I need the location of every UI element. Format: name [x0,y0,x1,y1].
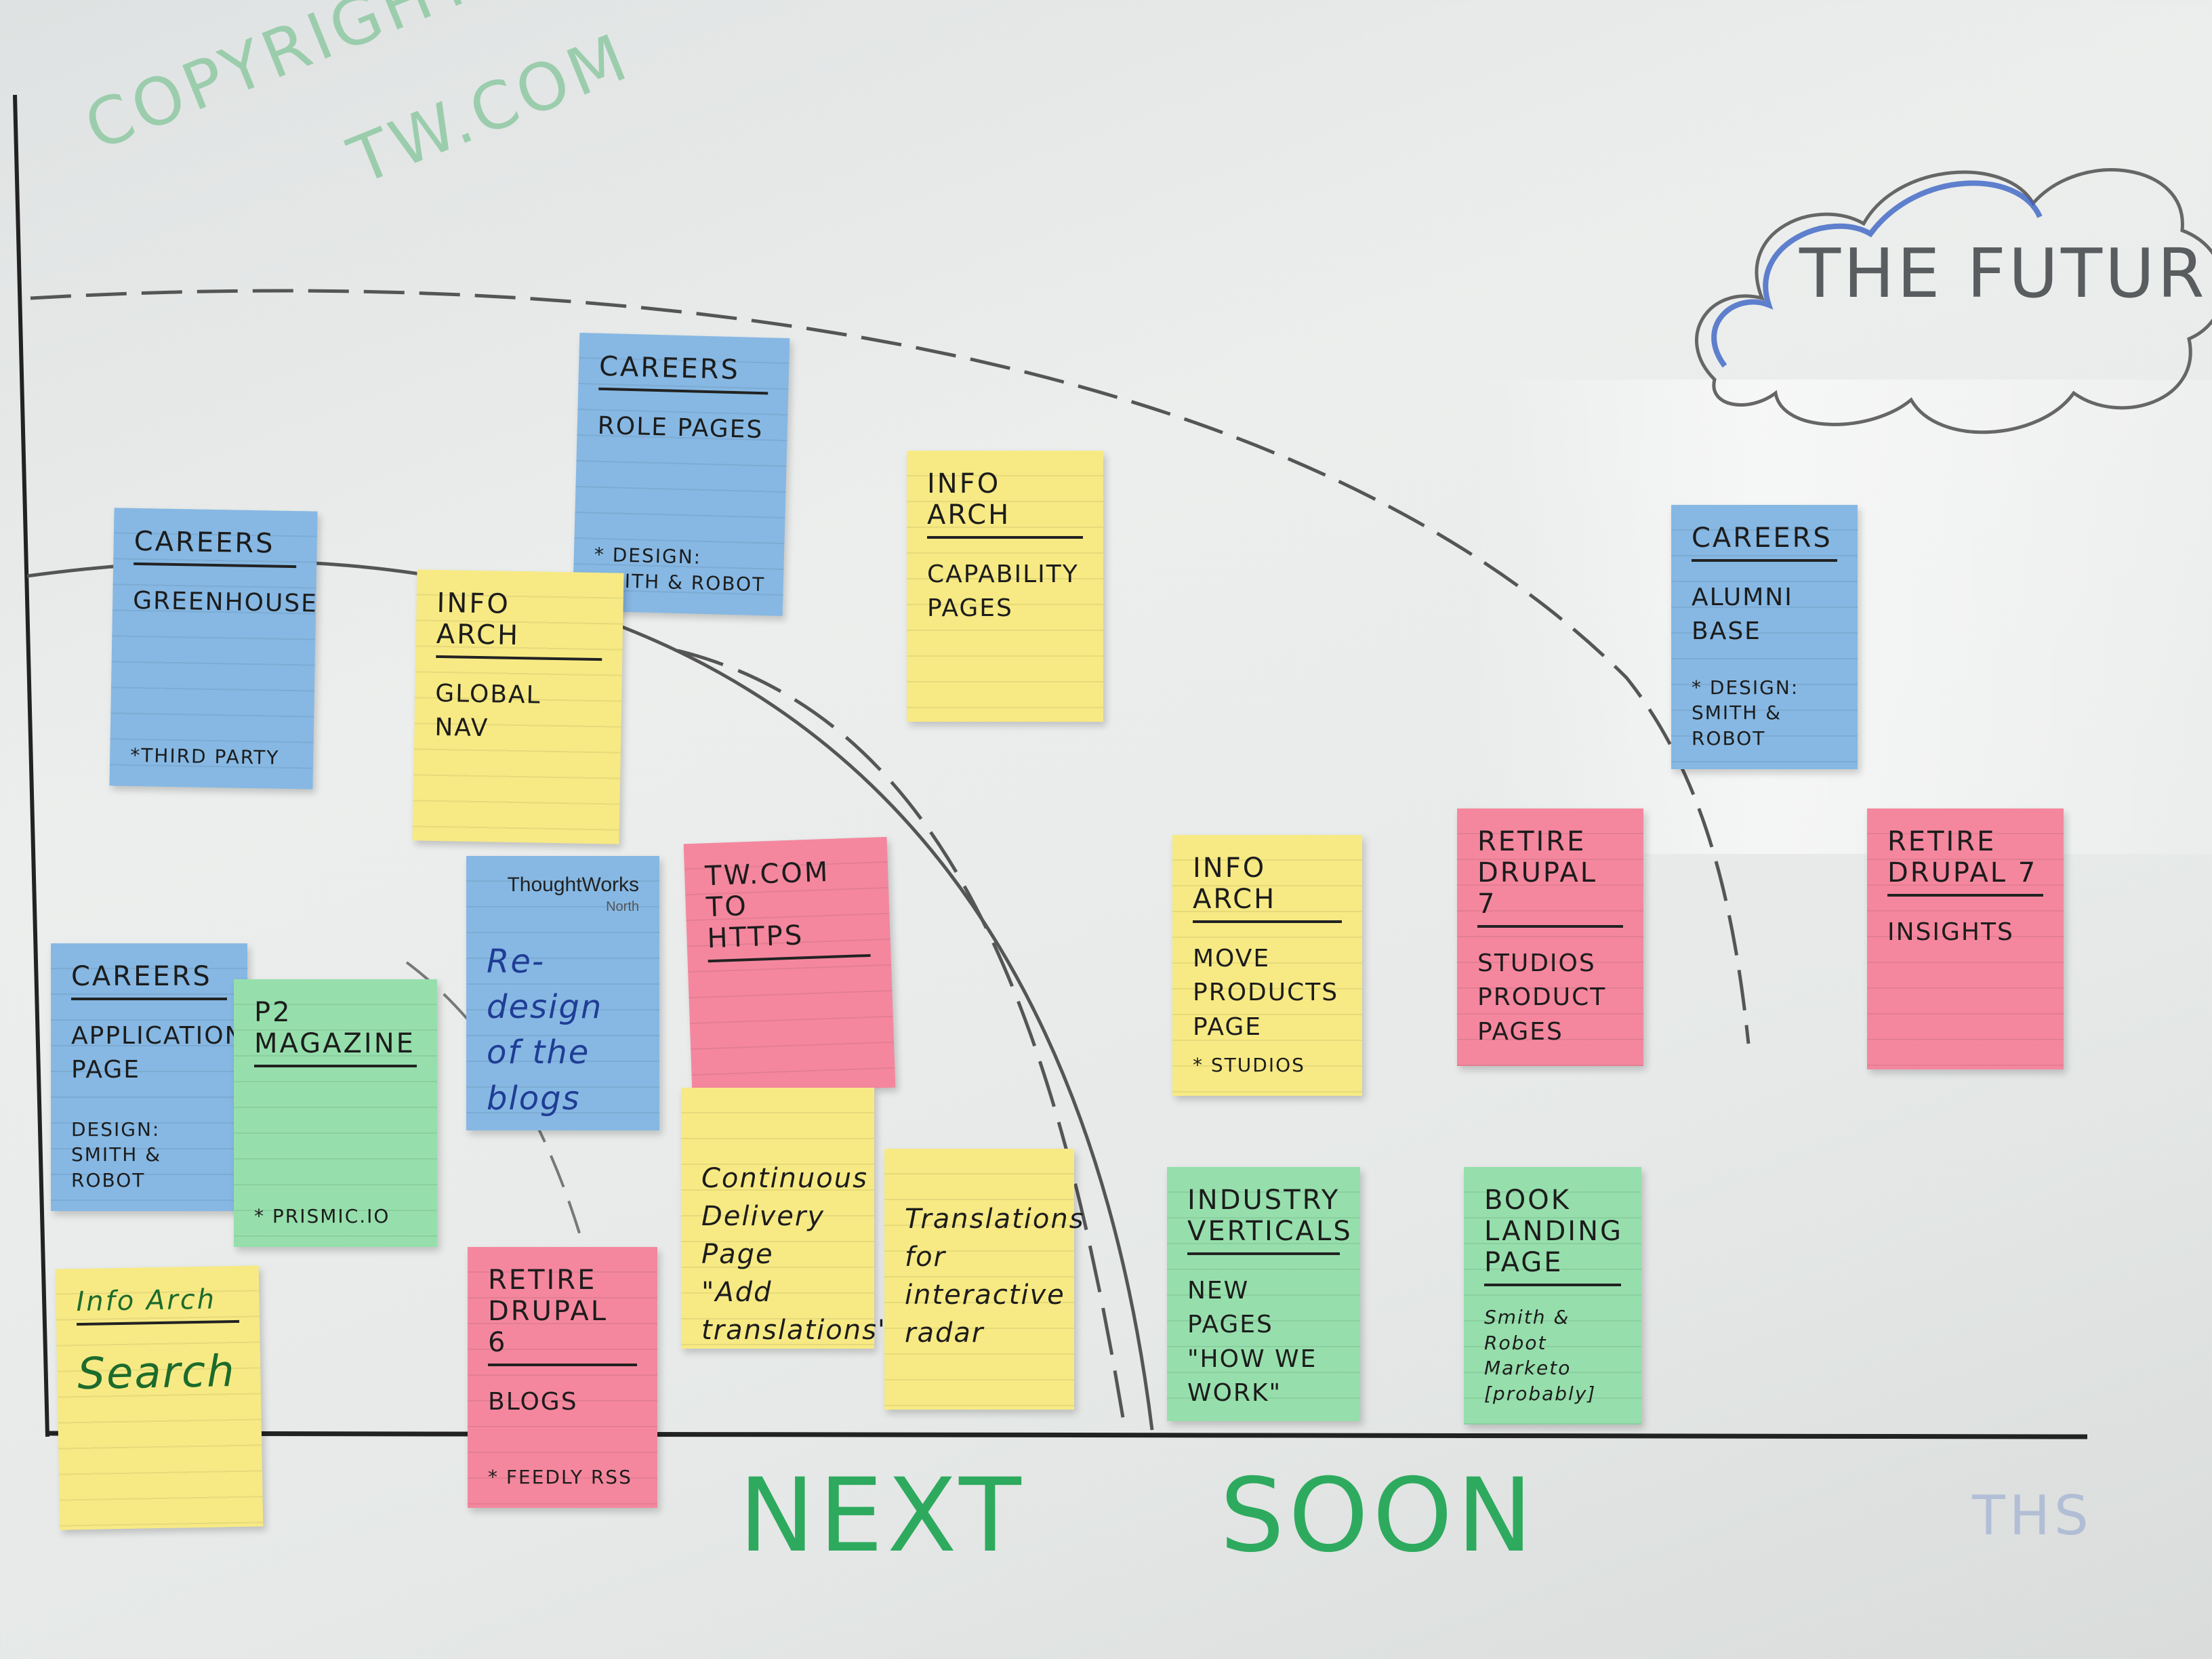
note-title: Info Arch [76,1283,240,1326]
note-body: ALUMNI BASE [1692,583,1793,646]
y-axis [13,94,49,1437]
note-translations-radar[interactable]: Translations for interactive radar [884,1149,1085,1410]
note-body: APPLICATION PAGE [71,1022,245,1084]
note-careers-greenhouse[interactable]: CAREERS GREENHOUSE *THIRD PARTY [109,508,319,790]
note-foot: Smith & Robot Marketo [probably] [1484,1305,1597,1406]
note-info-arch-move-products[interactable]: INFO ARCH MOVE PRODUCTS PAGE * STUDIOS [1172,835,1362,1096]
thoughtworks-logo: ThoughtWorks [507,874,639,896]
future-cloud [1695,168,2212,434]
note-foot: * PRISMIC.IO [254,1205,390,1228]
note-title: CAREERS [134,525,298,569]
note-title: INFO ARCH [436,587,604,661]
note-body: CAPABILITY PAGES [927,560,1079,623]
cloud-label: THE FUTURE [1799,234,2212,313]
note-title: P2 MAGAZINE [254,997,417,1067]
soon-label: SOON [1220,1457,1537,1575]
thoughtworks-sub: North [606,899,639,914]
note-title: RETIRE DRUPAL 7 [1887,826,2043,897]
note-body: INSIGHTS [1887,918,2014,946]
note-body: GREENHOUSE [132,586,319,618]
note-body: ROLE PAGES [597,411,764,445]
note-title: CAREERS [71,961,227,1000]
faint-label: THS [1972,1484,2093,1547]
note-info-arch-capability[interactable]: INFO ARCH CAPABILITY PAGES [907,451,1103,722]
note-title: RETIRE DRUPAL 7 [1477,826,1623,928]
note-careers-application[interactable]: CAREERS APPLICATION PAGE DESIGN: SMITH &… [51,943,247,1211]
note-foot: *THIRD PARTY [129,744,280,769]
note-title: CAREERS [598,350,769,395]
note-body: Search [77,1347,237,1400]
note-book-landing[interactable]: BOOK LANDING PAGE Smith & Robot Marketo … [1464,1167,1641,1425]
note-body: BLOGS [488,1388,578,1416]
note-retire-drupal6-blogs[interactable]: RETIRE DRUPAL 6 BLOGS * FEEDLY RSS [468,1247,657,1508]
note-body: GLOBAL NAV [434,679,542,743]
note-title: BOOK LANDING PAGE [1484,1185,1621,1286]
note-p2-magazine[interactable]: P2 MAGAZINE * PRISMIC.IO [234,979,437,1247]
note-retire-drupal7-insights[interactable]: RETIRE DRUPAL 7 INSIGHTS [1867,808,2064,1069]
note-title: INFO ARCH [1193,853,1342,923]
note-continuous-delivery[interactable]: Continuous Delivery Page "Add translatio… [681,1088,892,1349]
note-title: RETIRE DRUPAL 6 [488,1265,637,1366]
note-info-arch-search[interactable]: Info Arch Search [55,1265,264,1530]
note-body: Continuous Delivery Page "Add translatio… [701,1163,892,1346]
note-title: INDUSTRY VERTICALS [1187,1185,1351,1255]
note-info-arch-global-nav[interactable]: INFO ARCH GLOBAL NAV [412,569,624,844]
note-industry-verticals[interactable]: INDUSTRY VERTICALS NEW PAGES "HOW WE WOR… [1167,1167,1360,1421]
inner-arc [677,649,1127,1431]
note-title: CAREERS [1692,523,1837,562]
note-tw-https[interactable]: TW.COM TO HTTPS [683,836,896,1095]
x-axis [47,1431,2088,1439]
note-foot: DESIGN: SMITH & ROBOT [71,1118,162,1192]
note-foot: * STUDIOS [1193,1054,1305,1077]
next-label: NEXT [739,1457,1025,1575]
note-body: MOVE PRODUCTS PAGE [1193,945,1339,1041]
future-cloud-blue [1711,180,2043,368]
note-body: Translations for interactive radar [905,1204,1085,1349]
note-title: INFO ARCH [927,468,1083,539]
note-retire-drupal7-studios[interactable]: RETIRE DRUPAL 7 STUDIOS PRODUCT PAGES [1457,808,1643,1066]
note-title: TW.COM TO HTTPS [704,855,871,963]
note-body: Re-design of the blogs [487,943,603,1118]
note-foot: * FEEDLY RSS [488,1466,632,1489]
note-thoughtworks-blogs[interactable]: ThoughtWorks North Re-design of the blog… [466,856,659,1130]
note-foot: * DESIGN: SMITH & ROBOT [1692,676,1799,750]
note-careers-alumni[interactable]: CAREERS ALUMNI BASE * DESIGN: SMITH & RO… [1671,505,1858,769]
note-body: NEW PAGES "HOW WE WORK" [1187,1277,1317,1408]
note-body: STUDIOS PRODUCT PAGES [1477,949,1607,1046]
